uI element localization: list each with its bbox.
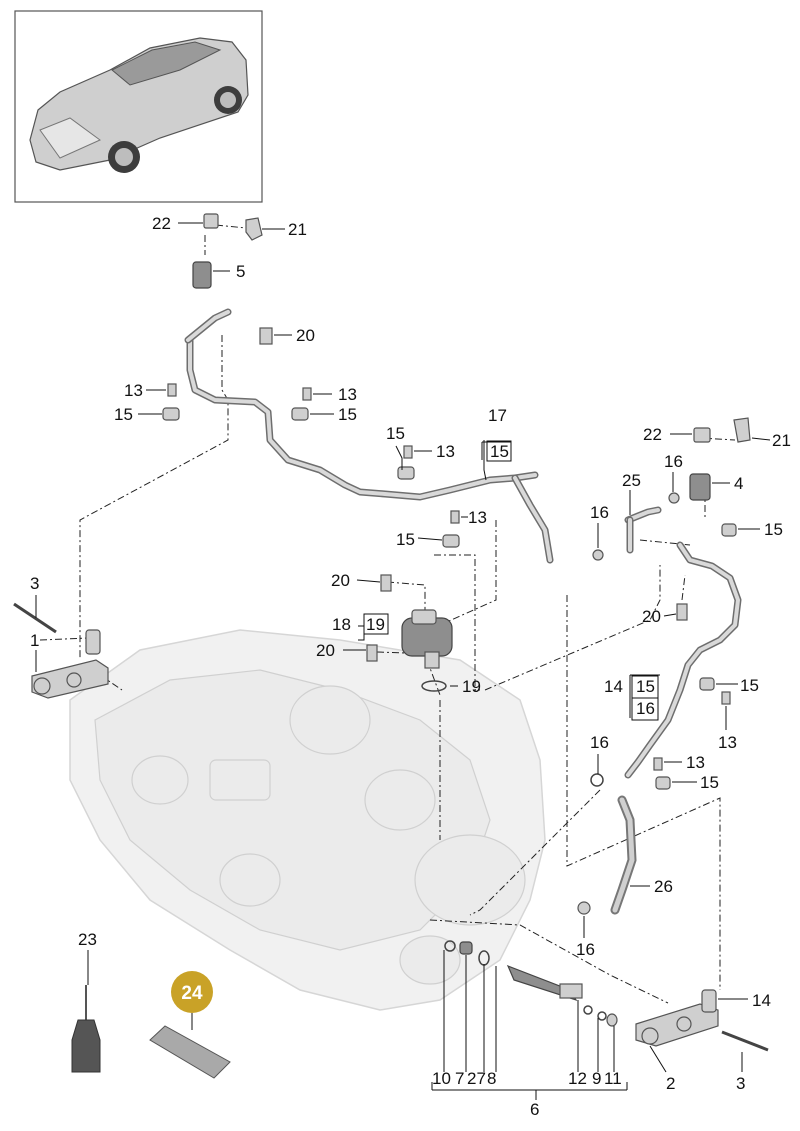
callout-13-left: 13 xyxy=(124,381,143,400)
callout-17: 17 xyxy=(488,406,507,425)
bolt-13-right-mid xyxy=(721,691,731,705)
callout-15-center: 15 xyxy=(386,424,405,443)
callout-15-right-mid: 15 xyxy=(740,676,759,695)
bolt-20-pump-lower xyxy=(366,644,378,662)
callout-13-lower: 13 xyxy=(468,508,487,527)
clamp-15-right-mid xyxy=(699,677,715,691)
callout-20-pump-lower: 20 xyxy=(316,641,335,660)
callout-19-boxed-18: 19 xyxy=(366,615,385,634)
callout-16-lower: 16 xyxy=(590,733,609,752)
clip-21-right xyxy=(733,417,751,443)
callout-16-top: 16 xyxy=(664,452,683,471)
assembly-lines xyxy=(39,224,736,1004)
callout-3-left: 3 xyxy=(30,574,39,593)
callout-4: 4 xyxy=(734,474,743,493)
callout-9: 9 xyxy=(592,1069,601,1088)
callout-15-right-lower: 15 xyxy=(700,773,719,792)
connector-22-right xyxy=(693,427,711,443)
callout-16-bottom: 16 xyxy=(576,940,595,959)
bolt-20-pump xyxy=(380,574,392,592)
callout-11: 11 xyxy=(604,1069,622,1088)
callout-15-right: 15 xyxy=(764,520,783,539)
callout-13-center: 13 xyxy=(436,442,455,461)
engine-block-ghost xyxy=(69,629,546,1011)
callout-7: 7 xyxy=(455,1069,464,1088)
callout-13-right-mid: 13 xyxy=(718,733,737,752)
bolt-13-lower xyxy=(450,510,460,524)
callout-15-mid: 15 xyxy=(338,405,357,424)
bolt-20-top xyxy=(259,327,273,345)
callout-8: 8 xyxy=(487,1069,496,1088)
clip-21-top xyxy=(245,217,263,241)
callout-12: 12 xyxy=(568,1069,587,1088)
callout-22-top: 22 xyxy=(152,214,171,233)
callout-labels: 22 21 5 20 13 15 13 15 15 13 17 15 13 15… xyxy=(30,214,791,1119)
callout-13-right-lower: 13 xyxy=(686,753,705,772)
callout-badge-24: 24 xyxy=(171,971,213,1013)
callout-15-lower: 15 xyxy=(396,530,415,549)
hose-26 xyxy=(610,795,637,915)
bolt-13-center xyxy=(403,445,413,459)
sensor-5 xyxy=(192,261,212,289)
callout-15-boxed-17: 15 xyxy=(490,442,509,461)
upper-fuel-line xyxy=(184,308,554,564)
callout-16-left: 16 xyxy=(590,503,609,522)
adhesive-bottle-23 xyxy=(71,985,101,1073)
callout-13-mid: 13 xyxy=(338,385,357,404)
callout-5: 5 xyxy=(236,262,245,281)
callout-23: 23 xyxy=(78,930,97,949)
callout-27: 27 xyxy=(467,1069,486,1088)
clamp-15-lower xyxy=(442,534,460,548)
ring-16-left xyxy=(592,549,604,561)
injector-group-6 xyxy=(444,940,618,1027)
callout-25: 25 xyxy=(622,471,641,490)
callout-6: 6 xyxy=(530,1100,539,1119)
bolt-3-right xyxy=(721,1030,769,1052)
fuel-rail-2 xyxy=(635,989,719,1047)
callout-19: 19 xyxy=(462,677,481,696)
callout-21-top: 21 xyxy=(288,220,307,239)
callout-16-boxed-14: 16 xyxy=(636,699,655,718)
callout-20-pump: 20 xyxy=(331,571,350,590)
callout-20-top: 20 xyxy=(296,326,315,345)
callout-20-right: 20 xyxy=(642,607,661,626)
callout-14-bottom: 14 xyxy=(752,991,771,1010)
fuel-pump-18 xyxy=(401,609,453,669)
clamp-15-center xyxy=(397,466,415,480)
ring-16-lower xyxy=(590,773,604,787)
ring-16-top xyxy=(668,492,680,504)
clamp-15-left xyxy=(162,407,180,421)
bolt-13-mid xyxy=(302,387,312,401)
clamp-15-mid xyxy=(291,407,309,421)
fuel-rail-1 xyxy=(31,629,109,699)
callout-10: 10 xyxy=(432,1069,451,1088)
callout-18: 18 xyxy=(332,615,351,634)
callout-3-right: 3 xyxy=(736,1074,745,1093)
callout-15-left: 15 xyxy=(114,405,133,424)
sensor-4 xyxy=(689,473,711,501)
bolt-20-right xyxy=(676,603,688,621)
callout-24: 24 xyxy=(181,983,203,1004)
callout-15-boxed-14: 15 xyxy=(636,677,655,696)
clamp-15-right-lower xyxy=(655,776,671,790)
callout-22-right: 22 xyxy=(643,425,662,444)
callout-1: 1 xyxy=(30,631,39,650)
right-fuel-line xyxy=(624,506,742,779)
callout-2: 2 xyxy=(666,1074,675,1093)
callout-26: 26 xyxy=(654,877,673,896)
bolt-3-left xyxy=(13,602,57,634)
callout-21-right: 21 xyxy=(772,431,791,450)
bolt-13-right-lower xyxy=(653,757,663,771)
connector-22-top xyxy=(203,213,219,229)
bracket-boxes xyxy=(363,440,659,721)
clamp-15-right xyxy=(721,523,737,537)
vehicle-thumbnail xyxy=(14,10,263,203)
callout-14-top: 14 xyxy=(604,677,623,696)
o-ring-19 xyxy=(421,680,447,692)
ring-16-bottom xyxy=(577,901,591,915)
grease-tube-24 xyxy=(149,1025,231,1079)
bolt-13-left xyxy=(167,383,177,397)
